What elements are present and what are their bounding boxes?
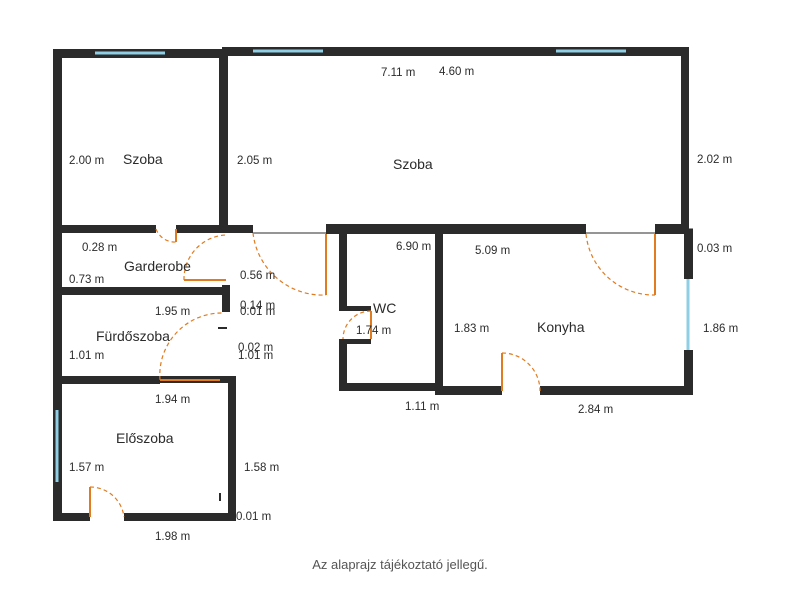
- wall-kitchen-bottom-a: [435, 386, 502, 395]
- wall-szoba-divider: [219, 49, 228, 233]
- door-entrance-swing: [89, 486, 125, 518]
- dim-label: 1.57 m: [69, 462, 104, 474]
- room-label-furdoszoba: Fürdőszoba: [96, 328, 170, 344]
- door-kitchen-swing: [585, 233, 656, 296]
- dim-label: 1.95 m: [155, 306, 190, 318]
- dim-label: 0.73 m: [69, 274, 104, 286]
- doors: [89, 228, 656, 518]
- wall-left-upper: [53, 49, 62, 381]
- room-label-wc: WC: [373, 300, 396, 316]
- room-label-garderobe: Garderobe: [124, 258, 191, 274]
- walls: [53, 47, 693, 521]
- dim-label: 1.01 m: [69, 350, 104, 362]
- wall-wc-left-upper: [339, 229, 347, 309]
- dim-label: 0.03 m: [697, 243, 732, 255]
- wall-bath-bottom-left: [53, 376, 160, 384]
- dim-label: 5.09 m: [475, 245, 510, 257]
- mark-bath-door: [218, 327, 227, 329]
- room-labels: Szoba Szoba Garderobe WC Konyha Fürdőszo…: [96, 151, 585, 446]
- dim-label: 1.83 m: [454, 323, 489, 335]
- dim-label: 0.28 m: [82, 242, 117, 254]
- room-label-konyha: Konyha: [537, 319, 585, 335]
- wall-wc-right: [435, 229, 443, 391]
- dim-label: 0.01 m: [236, 511, 271, 523]
- dim-label: 1.01 m: [238, 350, 273, 362]
- wall-top-main: [222, 47, 688, 56]
- room-label-szoba-left: Szoba: [123, 151, 163, 167]
- dim-label: 1.94 m: [155, 394, 190, 406]
- room-label-szoba-main: Szoba: [393, 156, 433, 172]
- wall-wc-nib-upper: [339, 306, 371, 311]
- dim-label: 0.01 m: [240, 306, 275, 318]
- open-lines: [253, 228, 693, 234]
- wall-main-bottom: [326, 224, 586, 234]
- dimension-labels: 7.11 m 4.60 m 2.00 m 2.05 m 2.02 m 0.28 …: [69, 66, 738, 543]
- wall-entrance-right: [228, 378, 236, 521]
- dim-label: 1.11 m: [405, 401, 439, 413]
- door-kitchen-bottom-swing: [501, 352, 541, 392]
- wall-main-bottom-right: [655, 224, 689, 234]
- door-corridor-swing: [183, 234, 227, 281]
- dim-label: 0.02 m: [238, 342, 273, 354]
- wall-entrance-bottom-b: [124, 513, 236, 521]
- dim-label: 2.02 m: [697, 154, 732, 166]
- wall-entrance-bottom-a: [53, 513, 90, 521]
- dim-label: 1.86 m: [703, 323, 738, 335]
- wall-wc-bottom: [339, 383, 443, 391]
- dim-label: 7.11 m: [381, 67, 415, 79]
- dim-label: 6.90 m: [396, 241, 431, 253]
- wall-szoba-bottom-a: [53, 225, 156, 233]
- door-bath-swing: [159, 312, 223, 381]
- dim-label: 1.74 m: [356, 325, 391, 337]
- dim-label: 0.14 m: [240, 300, 275, 312]
- room-label-eloszoba: Előszoba: [116, 430, 174, 446]
- wall-stub-corridor: [222, 285, 230, 312]
- dim-label: 0.56 m: [240, 270, 275, 282]
- wall-wc-nib-lower: [339, 339, 371, 344]
- door-szoba-swing: [252, 232, 327, 296]
- dim-label: 2.05 m: [237, 155, 272, 167]
- wall-szoba-bottom-b: [176, 225, 253, 233]
- door-wc-swing: [342, 310, 372, 340]
- wall-wc-left-lower: [339, 342, 347, 391]
- dim-label: 2.84 m: [578, 404, 613, 416]
- wall-right-pillar: [684, 229, 693, 279]
- dim-label: 1.58 m: [244, 462, 279, 474]
- mark-entrance: [219, 493, 221, 501]
- door-garderobe-swing: [155, 228, 177, 243]
- dim-label: 1.98 m: [155, 531, 190, 543]
- wall-garderobe-bottom: [53, 287, 230, 295]
- wall-right-lower: [684, 350, 693, 395]
- wall-right-upper: [681, 47, 689, 229]
- dim-label: 2.00 m: [69, 155, 104, 167]
- windows: [55, 49, 690, 482]
- dim-label: 4.60 m: [439, 66, 474, 78]
- wall-kitchen-bottom-b: [540, 386, 693, 395]
- disclaimer-text: Az alaprajz tájékoztató jellegű.: [312, 557, 488, 572]
